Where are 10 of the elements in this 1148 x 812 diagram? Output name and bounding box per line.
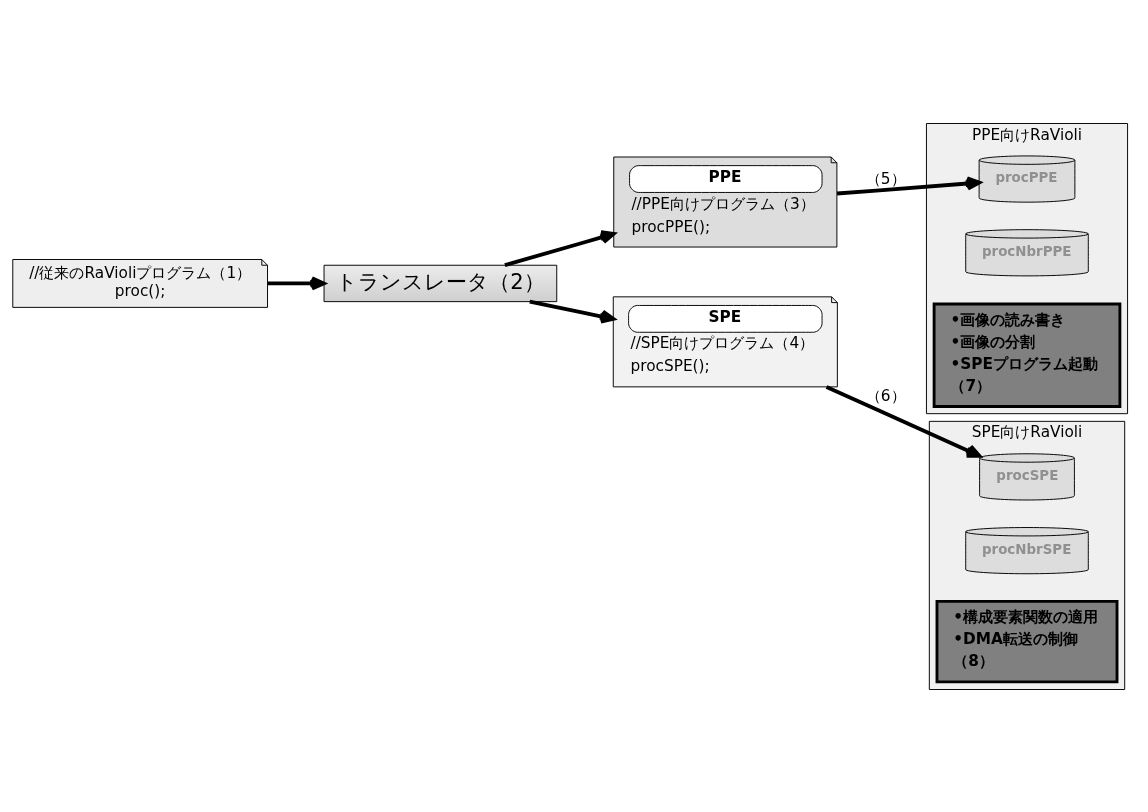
edge-label: （6） xyxy=(865,386,906,405)
node-box: トランスレータ（2） xyxy=(323,264,558,302)
node-box: •画像の読み書き •画像の分割 •SPEプログラム起動 （7） xyxy=(932,302,1122,408)
arrow xyxy=(267,275,326,290)
arrow xyxy=(529,299,616,324)
arrow xyxy=(825,384,982,458)
edge-label: （5） xyxy=(865,169,906,188)
arrow xyxy=(836,175,981,195)
node-box: •構成要素関数の適用 •DMA転送の制御 （8） xyxy=(935,599,1119,683)
arrow xyxy=(504,229,616,267)
